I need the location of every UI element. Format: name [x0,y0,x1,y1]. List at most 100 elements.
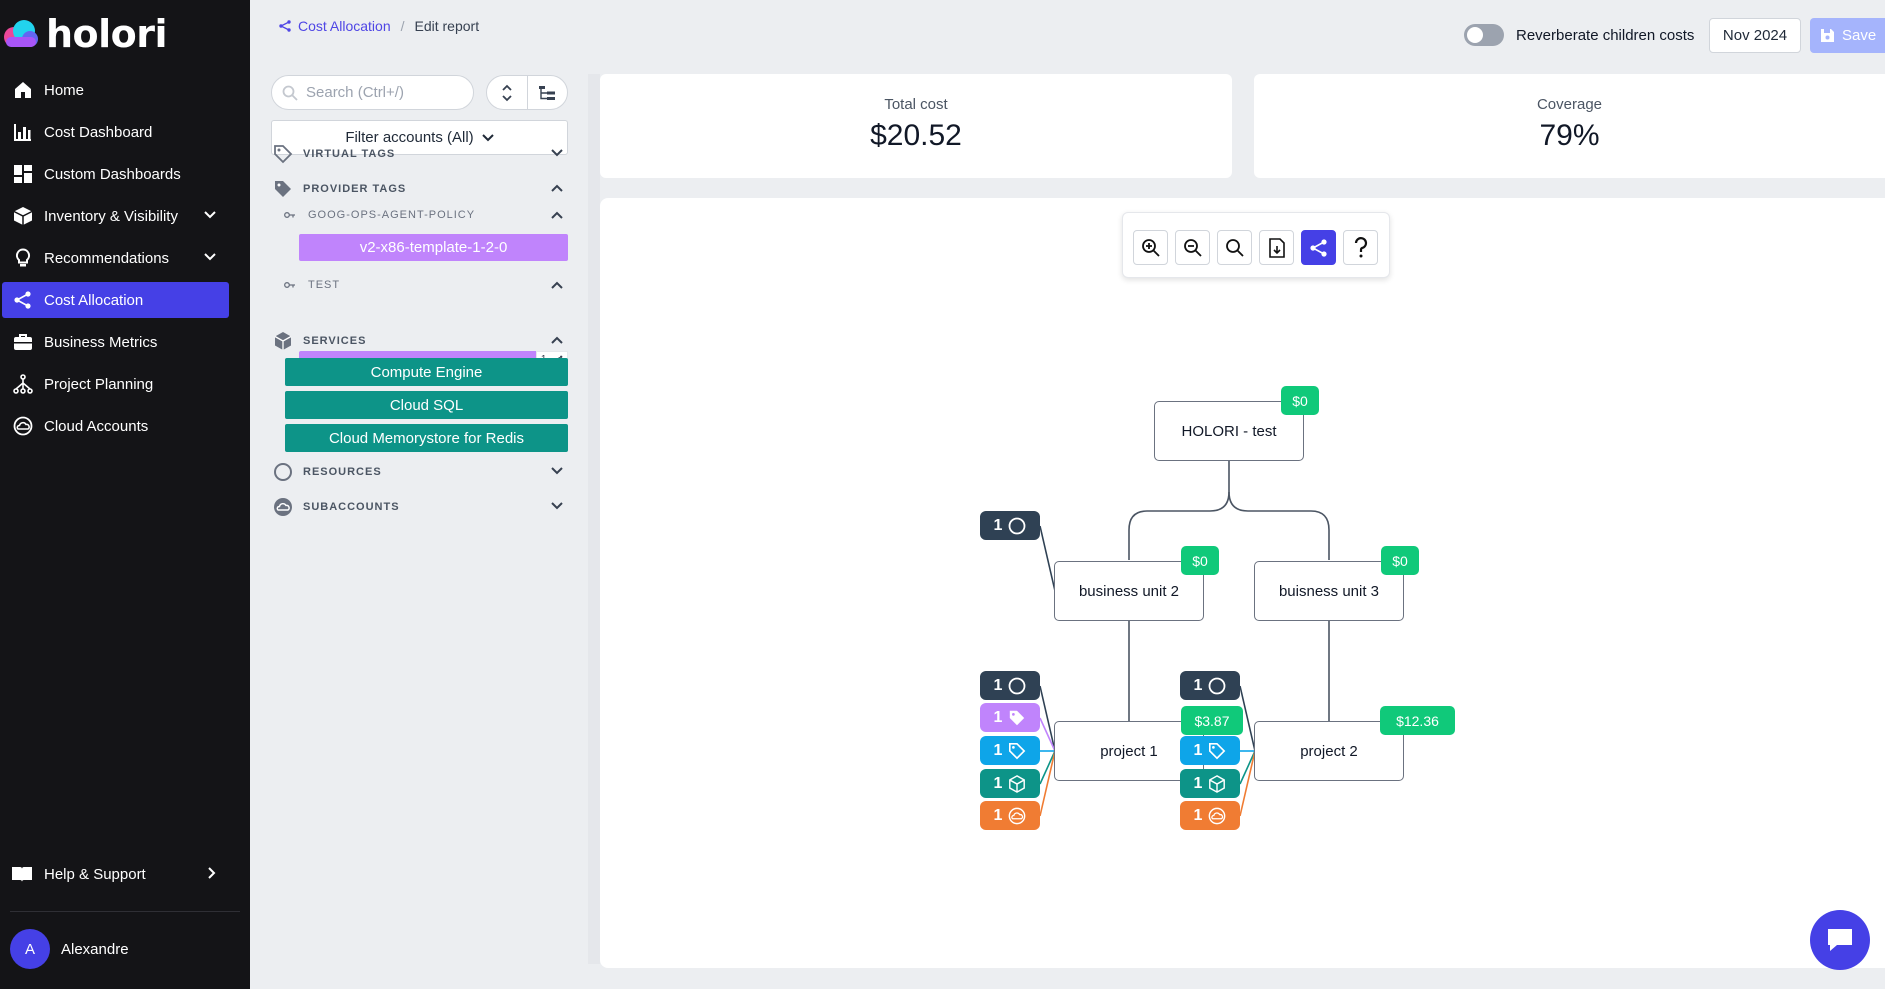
expand-collapse-icon [502,84,512,101]
sidebar-item-project-planning[interactable]: Project Planning [2,366,229,402]
sidebar-item-cost-dashboard[interactable]: Cost Dashboard [2,114,229,150]
sidebar-item-label: Cloud Accounts [44,417,149,435]
chevron-up-icon [550,278,564,292]
reverberate-toggle-label: Reverberate children costs [1516,26,1695,44]
section-subaccounts[interactable]: SUBACCOUNTS [271,495,568,519]
graph-node-project-2[interactable]: project 2 [1254,721,1404,781]
user-profile[interactable]: A Alexandre [10,929,129,969]
file-export-icon [1268,237,1285,258]
badge-count: 1 [1193,676,1203,694]
sidebar: holori Home Cost Dashboard Custom Dashbo… [0,0,250,989]
home-icon [11,78,35,102]
share-button[interactable] [1301,230,1336,265]
chevron-down-icon [550,464,564,478]
allocation-canvas[interactable] [600,198,1885,968]
tag-outline-icon [1009,742,1026,759]
circle-icon [1209,677,1226,694]
chevron-right-icon [205,866,219,884]
subaccount-count-badge[interactable]: 1 [980,801,1040,830]
reverberate-toggle[interactable] [1464,24,1504,46]
key-icon [284,281,298,289]
service-count-badge[interactable]: 1 [980,769,1040,798]
node-cost: $12.36 [1396,712,1439,729]
node-cost: $0 [1392,552,1408,569]
sidebar-item-business-metrics[interactable]: Business Metrics [2,324,229,360]
sidebar-item-inventory[interactable]: Inventory & Visibility [2,198,229,234]
graph-node-project-1[interactable]: project 1 [1054,721,1204,781]
virtual-tag-count-badge[interactable]: 1 [980,703,1040,732]
cloud-circle-icon [271,497,295,517]
chevron-up-icon [550,333,564,347]
node-label: buisness unit 3 [1278,582,1380,600]
service-chip[interactable]: Cloud SQL [285,391,568,419]
provider-tag-count-badge[interactable]: 1 [980,736,1040,765]
sidebar-item-recommendations[interactable]: Recommendations [2,240,229,276]
sidebar-item-cloud-accounts[interactable]: Cloud Accounts [2,408,229,444]
provider-tag-count-badge[interactable]: 1 [1180,736,1240,765]
search-input[interactable]: Search (Ctrl+/) [271,75,474,110]
section-resources[interactable]: RESOURCES [271,460,568,484]
filter-accounts-dropdown[interactable]: Filter accounts (All) [271,120,568,155]
cube-icon [271,331,295,351]
key-icon [284,211,298,219]
graph-node-business-unit-3[interactable]: buisness unit 3 [1254,561,1404,621]
chevron-down-icon [550,146,564,160]
export-button[interactable] [1259,230,1294,265]
tag-value-label: v2-x86-template-1-2-0 [359,239,508,256]
breadcrumb-separator: / [400,18,405,34]
section-provider-tags[interactable]: PROVIDER TAGS [271,177,568,201]
save-button[interactable]: Save [1810,18,1885,53]
expand-collapse-button[interactable] [487,76,528,109]
badge-count: 1 [993,708,1003,726]
chevron-up-icon [550,208,564,222]
tag-key-label: TEST [308,279,341,291]
circle-icon [1009,517,1026,534]
tag-icon [1010,710,1025,725]
total-cost-value: $20.52 [870,119,962,152]
search-icon [1225,238,1244,257]
coverage-value: 79% [1539,119,1600,152]
resource-count-badge[interactable]: 1 [1180,671,1240,700]
graph-node-root[interactable]: HOLORI - test [1154,401,1304,461]
sidebar-item-home[interactable]: Home [2,72,229,108]
tag-value-chip[interactable]: v2-x86-template-1-2-0 [299,234,568,261]
sidebar-item-cost-allocation[interactable]: Cost Allocation [2,282,229,318]
breadcrumb-back-link[interactable]: Cost Allocation [278,18,391,34]
tree-controls [486,75,568,110]
provider-tag-key-goog-ops[interactable]: GOOG-OPS-AGENT-POLICY [284,205,568,225]
tree-icon [11,372,35,396]
zoom-reset-button[interactable] [1217,230,1252,265]
sidebar-item-custom-dashboards[interactable]: Custom Dashboards [2,156,229,192]
resource-count-badge[interactable]: 1 [980,511,1040,540]
help-button[interactable] [1343,230,1378,265]
provider-tag-key-test[interactable]: TEST [284,275,568,295]
reverberate-toggle-group: Reverberate children costs [1464,24,1694,46]
subaccount-count-badge[interactable]: 1 [1180,801,1240,830]
section-services[interactable]: SERVICES [271,329,568,353]
zoom-out-button[interactable] [1175,230,1210,265]
share-icon [279,20,291,32]
panel-scrollbar[interactable] [588,74,600,964]
badge-count: 1 [1193,741,1203,759]
help-support-item[interactable]: Help & Support [2,856,229,892]
date-picker-button[interactable]: Nov 2024 [1709,18,1801,53]
cube-icon [1009,774,1026,793]
zoom-out-icon [1183,238,1202,257]
service-count-badge[interactable]: 1 [1180,769,1240,798]
cloud-circle-icon [1009,807,1026,824]
chevron-down-icon [481,132,494,144]
chevron-down-icon [203,208,217,226]
section-label: PROVIDER TAGS [303,183,407,195]
chat-support-button[interactable] [1810,910,1870,970]
help-support-label: Help & Support [44,865,146,883]
section-virtual-tags[interactable]: VIRTUAL TAGS [271,142,568,166]
service-chip[interactable]: Cloud Memorystore for Redis [285,424,568,452]
zoom-in-button[interactable] [1133,230,1168,265]
service-chip[interactable]: Compute Engine [285,358,568,386]
tree-view-button[interactable] [528,76,568,109]
resource-count-badge[interactable]: 1 [980,671,1040,700]
graph-node-business-unit-2[interactable]: business unit 2 [1054,561,1204,621]
tag-key-label: GOOG-OPS-AGENT-POLICY [308,209,476,221]
holori-logo[interactable]: holori [0,12,168,56]
node-label: project 1 [1100,742,1158,760]
